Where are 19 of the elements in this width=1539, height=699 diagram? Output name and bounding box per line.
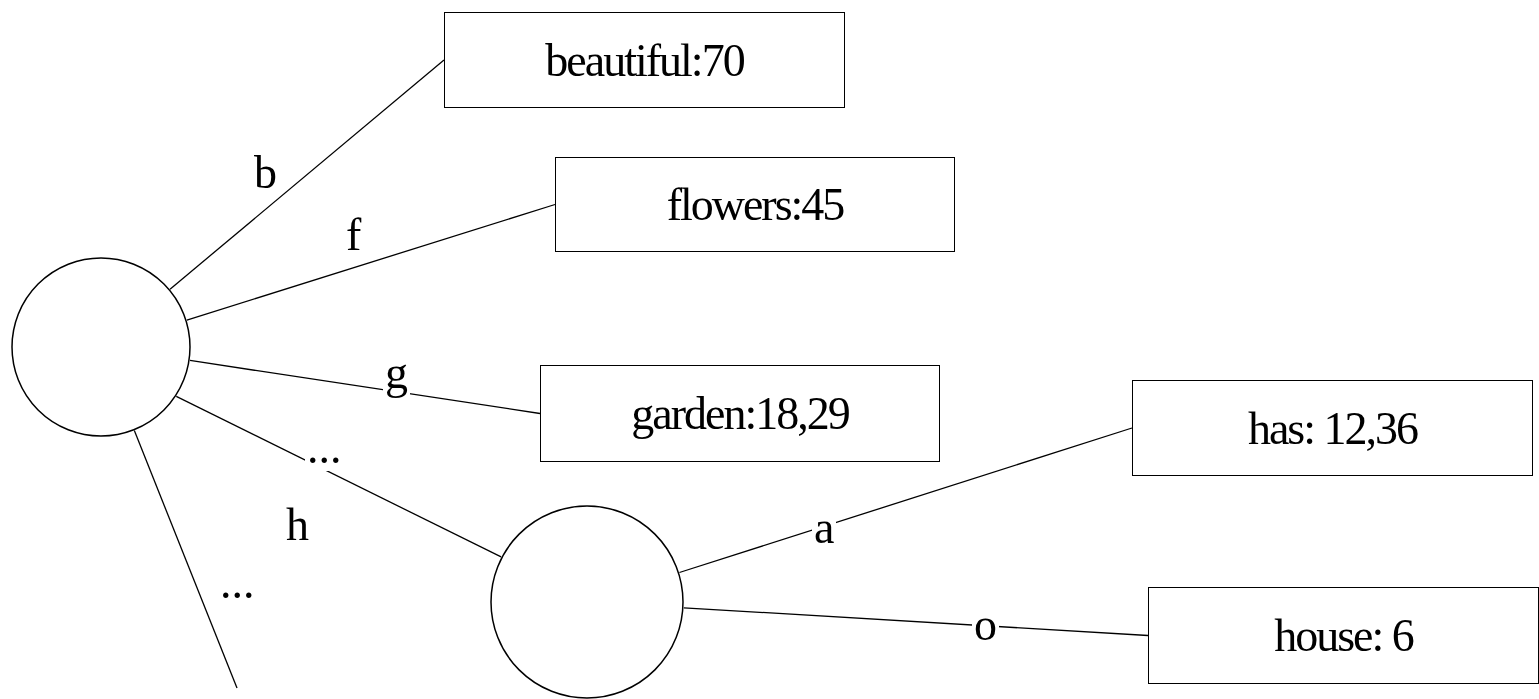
- node-text: garden:18,29: [631, 387, 849, 440]
- connector-line: [175, 395, 502, 558]
- connector-line: [186, 203, 556, 321]
- node-text: flowers:45: [666, 178, 844, 231]
- circle-node: [490, 505, 684, 699]
- connector-line: [189, 359, 541, 415]
- text-box: [1148, 587, 1539, 684]
- node-text: beautiful:70: [545, 33, 744, 87]
- text-box: [444, 12, 845, 108]
- circle-node: [11, 257, 191, 437]
- node-text: house: 6: [1274, 609, 1413, 662]
- connector-line: [678, 427, 1133, 574]
- connector-line: [169, 59, 445, 290]
- node-text: has: 12,36: [1247, 401, 1418, 455]
- text-box: [555, 157, 955, 252]
- text-box: [540, 365, 940, 462]
- connector-line: [683, 607, 1149, 637]
- text-box: [1132, 380, 1533, 476]
- connector-line: [133, 429, 238, 689]
